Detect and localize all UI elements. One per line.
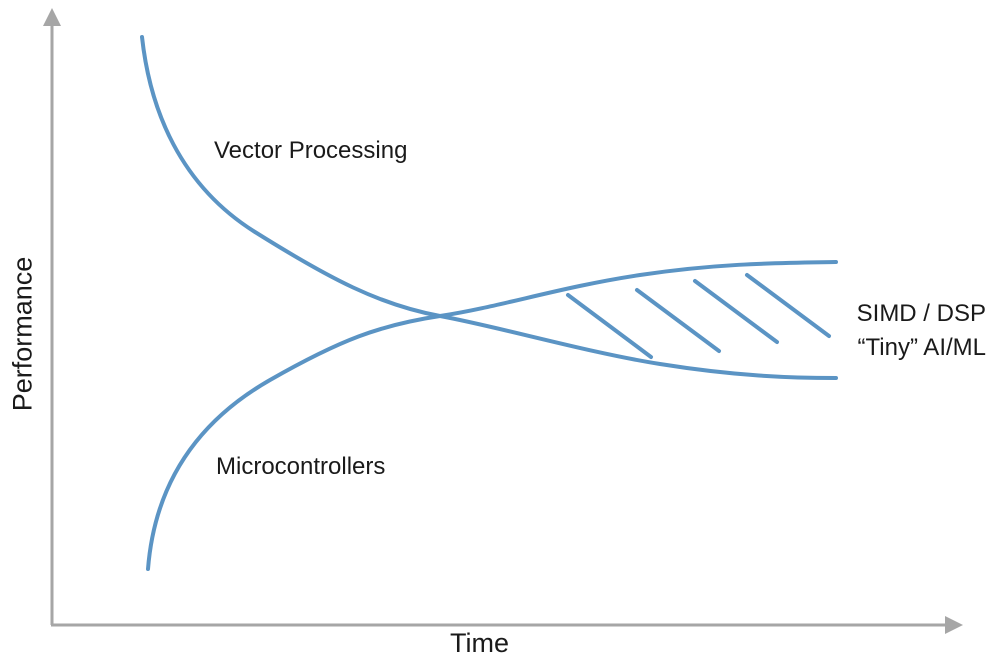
microcontrollers-label: Microcontrollers [216, 453, 386, 480]
vector-processing-curve [140, 35, 838, 380]
microcontrollers-curve [146, 260, 838, 571]
hatch-line [693, 279, 779, 344]
y-axis-label: Performance [7, 256, 38, 412]
hatch-line [566, 293, 653, 359]
simd-dsp-region-label: SIMD / DSP “Tiny” AI/ML [857, 297, 986, 365]
y-axis-arrowhead [43, 8, 61, 26]
region-label-line-1: SIMD / DSP [856, 300, 986, 327]
x-axis-label: Time [450, 628, 509, 658]
hatch-region [566, 273, 831, 359]
vector-processing-label: Vector Processing [214, 137, 408, 164]
x-axis-arrowhead [945, 616, 963, 634]
region-label-line-2: “Tiny” AI/ML [857, 334, 986, 361]
hatch-line [635, 288, 721, 353]
hatch-line [745, 273, 831, 338]
